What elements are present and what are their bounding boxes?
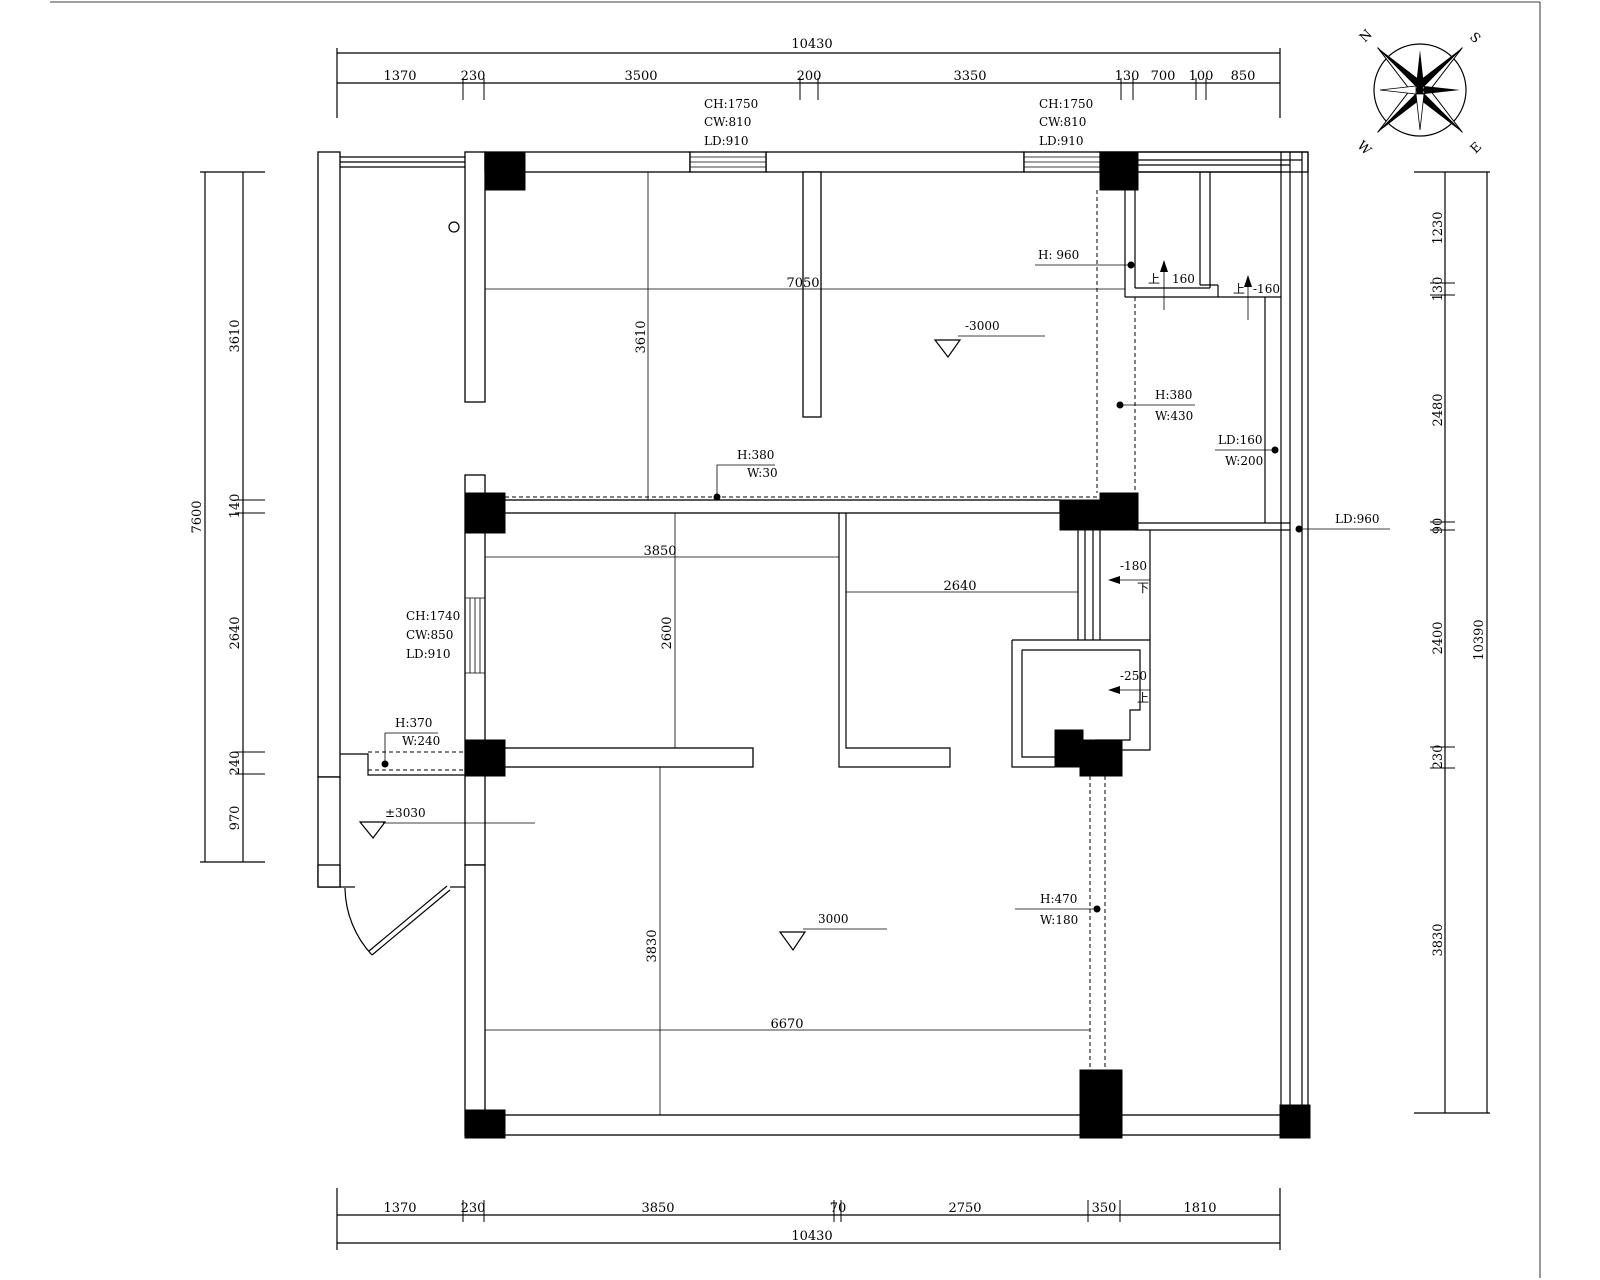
beam1-w: W:30 bbox=[747, 466, 778, 480]
step4-label: 上 bbox=[1137, 691, 1149, 705]
step2-arrow-icon bbox=[1244, 275, 1252, 320]
left-dim-970: 970 bbox=[228, 806, 243, 831]
level-marks: -3000 3000 ±3030 bbox=[358, 319, 1045, 952]
step4-arrow-icon bbox=[1108, 686, 1150, 694]
right-dim-90: 90 bbox=[1431, 518, 1446, 535]
right-dimension-chain: 1230 130 2480 90 2400 230 3830 10390 bbox=[1414, 171, 1490, 1114]
top-dimension-chain: 10430 1370 230 3500 200 3350 130 700 100… bbox=[336, 37, 1281, 118]
step1-label: 上 bbox=[1148, 272, 1160, 286]
bottom-dim-350: 350 bbox=[1092, 1201, 1117, 1216]
compass-n-label: N bbox=[1357, 27, 1376, 46]
window2-ld: LD:910 bbox=[1039, 134, 1084, 148]
right-dim-230: 230 bbox=[1431, 745, 1446, 770]
top-dim-100: 100 bbox=[1189, 69, 1214, 84]
structural-columns bbox=[464, 151, 1311, 1139]
beam3-h: H:370 bbox=[395, 716, 432, 730]
compass-e-label: E bbox=[1468, 140, 1485, 157]
dim-2600-inner: 2600 bbox=[660, 616, 675, 649]
top-dim-1370: 1370 bbox=[383, 69, 416, 84]
beam2-w: W:430 bbox=[1155, 409, 1193, 423]
level-lower: 3000 bbox=[818, 912, 849, 926]
window3-ld: LD:910 bbox=[406, 647, 451, 661]
beam-labels: H:380 W:30 H:380 W:430 H:370 W:240 H:470… bbox=[381, 248, 1390, 927]
right-dim-2480: 2480 bbox=[1431, 393, 1446, 426]
top-dim-130: 130 bbox=[1115, 69, 1140, 84]
right-dim-2400: 2400 bbox=[1431, 621, 1446, 654]
dim-3830-inner: 3830 bbox=[645, 929, 660, 962]
step1-arrow-icon bbox=[1160, 260, 1168, 310]
window1-cw: CW:810 bbox=[704, 115, 751, 129]
step2-value: -160 bbox=[1253, 282, 1280, 296]
window1-ch: CH:1750 bbox=[704, 97, 758, 111]
level-upper: -3000 bbox=[965, 319, 1000, 333]
window-top-right bbox=[1023, 151, 1101, 173]
bottom-dim-70: 70 bbox=[830, 1201, 847, 1216]
bottom-dimension-chain: 1370 230 3850 70 2750 350 1810 10430 bbox=[336, 1188, 1281, 1250]
beam6-w: W:200 bbox=[1225, 454, 1263, 468]
left-dim-140: 140 bbox=[228, 494, 243, 519]
step3-label: 下 bbox=[1137, 581, 1149, 595]
dim-7050: 7050 bbox=[786, 276, 819, 291]
left-dimension-chain: 7600 3610 140 2640 240 970 bbox=[190, 171, 265, 863]
beam1-h: H:380 bbox=[737, 448, 774, 462]
window1-ld: LD:910 bbox=[704, 134, 749, 148]
right-dim-3830: 3830 bbox=[1431, 923, 1446, 956]
dim-2640-inner: 2640 bbox=[943, 579, 976, 594]
beam4-w: W:180 bbox=[1040, 913, 1078, 927]
step4-value: -250 bbox=[1120, 669, 1147, 683]
bottom-dim-2750: 2750 bbox=[948, 1201, 981, 1216]
window2-ch: CH:1750 bbox=[1039, 97, 1093, 111]
left-dim-240: 240 bbox=[228, 751, 243, 776]
top-dim-3500: 3500 bbox=[624, 69, 657, 84]
beam5-h: H: 960 bbox=[1038, 248, 1079, 262]
beam7-ld: LD:960 bbox=[1335, 512, 1380, 526]
right-dim-1230: 1230 bbox=[1431, 211, 1446, 244]
window2-cw: CW:810 bbox=[1039, 115, 1086, 129]
window3-ch: CH:1740 bbox=[406, 609, 460, 623]
top-dim-3350: 3350 bbox=[953, 69, 986, 84]
top-dim-230: 230 bbox=[461, 69, 486, 84]
beam6-ld: LD:160 bbox=[1218, 433, 1263, 447]
walls bbox=[317, 151, 1309, 1136]
bottom-dim-total: 10430 bbox=[791, 1229, 832, 1244]
compass-s-label: S bbox=[1466, 30, 1483, 47]
inner-dimensions: 7050 3610 3850 2600 2640 3830 6670 bbox=[485, 172, 1125, 1115]
left-dim-3610: 3610 bbox=[228, 319, 243, 352]
step3-arrow-icon bbox=[1108, 576, 1150, 584]
entry-door bbox=[340, 885, 465, 956]
dim-3850-inner: 3850 bbox=[643, 544, 676, 559]
window-left bbox=[465, 597, 485, 674]
dim-6670-inner: 6670 bbox=[770, 1017, 803, 1032]
window-labels: CH:1750 CW:810 LD:910 CH:1750 CW:810 LD:… bbox=[406, 97, 1093, 661]
beam4-h: H:470 bbox=[1040, 892, 1077, 906]
bottom-dim-1370: 1370 bbox=[383, 1201, 416, 1216]
level-entry: ±3030 bbox=[385, 806, 426, 820]
drain-symbol bbox=[448, 221, 460, 233]
compass-rose: N S E W bbox=[1354, 27, 1485, 159]
step1-value: 160 bbox=[1172, 272, 1195, 286]
bottom-dim-1810: 1810 bbox=[1183, 1201, 1216, 1216]
step-marks: 上 160 上 -160 -180 下 -250 上 bbox=[1108, 260, 1280, 705]
top-dim-200: 200 bbox=[797, 69, 822, 84]
bottom-dim-3850: 3850 bbox=[641, 1201, 674, 1216]
left-dim-total: 7600 bbox=[190, 500, 205, 533]
right-dim-130: 130 bbox=[1431, 277, 1446, 302]
step2-label: 上 bbox=[1233, 282, 1245, 296]
window-top-left bbox=[689, 151, 767, 173]
right-dim-total: 10390 bbox=[1472, 619, 1487, 660]
step3-value: -180 bbox=[1120, 559, 1147, 573]
left-dim-2640: 2640 bbox=[228, 616, 243, 649]
window3-cw: CW:850 bbox=[406, 628, 453, 642]
top-dim-850: 850 bbox=[1231, 69, 1256, 84]
top-dim-700: 700 bbox=[1151, 69, 1176, 84]
bottom-dim-230: 230 bbox=[461, 1201, 486, 1216]
beam3-w: W:240 bbox=[402, 734, 440, 748]
dim-3610-inner: 3610 bbox=[634, 320, 649, 353]
beam2-h: H:380 bbox=[1155, 388, 1192, 402]
top-dim-total: 10430 bbox=[791, 37, 832, 52]
compass-w-label: W bbox=[1354, 138, 1375, 159]
beam-lines bbox=[368, 190, 1136, 1070]
